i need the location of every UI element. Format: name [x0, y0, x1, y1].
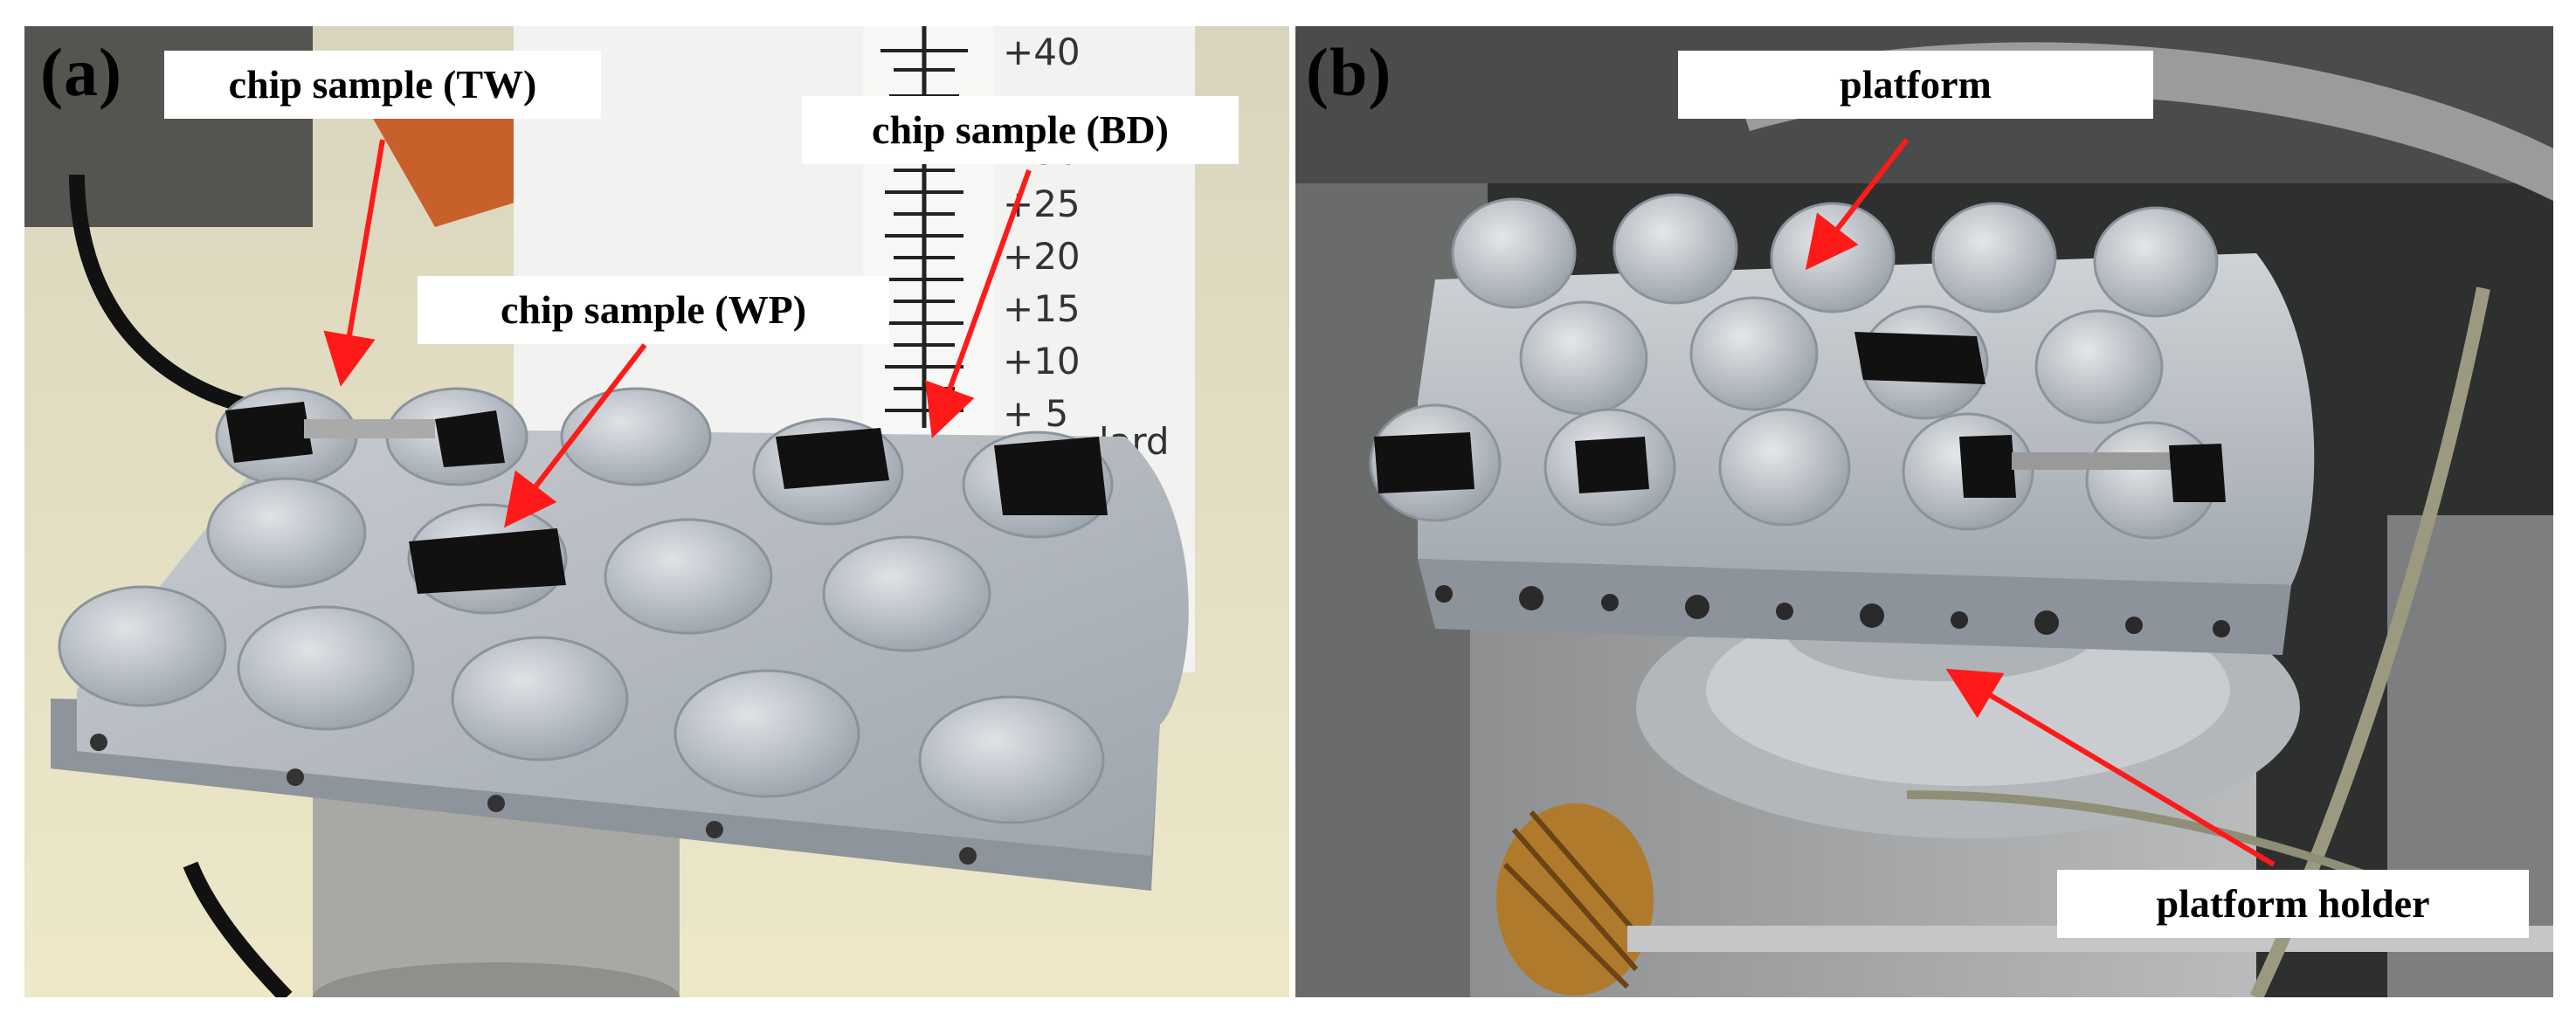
ruler-label-25: +25: [1003, 183, 1081, 225]
black-cable: [69, 174, 271, 418]
ruler-label-5: + 5: [1003, 392, 1068, 435]
brass-gear: [1496, 803, 1654, 996]
panel-label-b: (b): [1306, 34, 1392, 110]
callout-chip-sample-tw: chip sample (TW): [164, 51, 601, 119]
panel-a: +40 +30 +25 +20 +15 +10 + 5 lard: [24, 26, 1289, 997]
ruler-label-10: +10: [1003, 340, 1081, 382]
ruler-label-20: +20: [1003, 235, 1081, 278]
photo-b: [1295, 26, 2553, 997]
chip-tape-pieces: [225, 402, 1108, 594]
callout-chip-sample-wp: chip sample (WP): [418, 276, 889, 344]
panel-b: (b) platform platform holder: [1295, 26, 2553, 997]
platform-plate-side: [1418, 559, 2291, 655]
edge-holes: [90, 734, 977, 865]
callout-platform-holder: platform holder: [2057, 870, 2529, 938]
black-cable-lower: [183, 861, 293, 997]
ruler-label-15: +15: [1003, 287, 1081, 330]
callout-platform: platform: [1678, 51, 2153, 119]
photo-a: +40 +30 +25 +20 +15 +10 + 5 lard: [24, 26, 1289, 997]
orange-object: [365, 87, 549, 227]
platform-edge-holes: [1435, 585, 2230, 638]
ruler-label-40: +40: [1003, 31, 1081, 73]
platform-tape-pieces: [1374, 332, 2226, 502]
panel-label-a: (a): [40, 34, 122, 110]
callout-chip-sample-bd: chip sample (BD): [802, 96, 1239, 164]
